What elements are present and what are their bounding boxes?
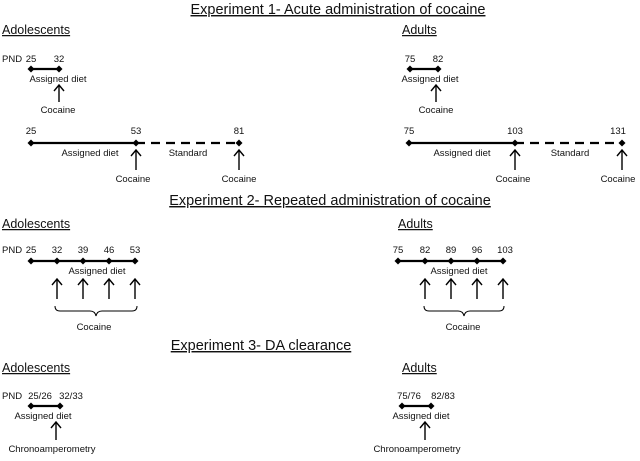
exp2-adol-cocaine-arrow-2 bbox=[77, 277, 89, 299]
exp1-adults-label: Adults bbox=[402, 23, 437, 37]
exp1-adol-long-standard-label: Standard bbox=[169, 148, 208, 159]
exp3-adult-end: 82/83 bbox=[431, 391, 455, 402]
exp1-adol-short-cocaine-label: Cocaine bbox=[41, 105, 76, 116]
exp3-adol-chrono-label: Chronoamperometry bbox=[8, 444, 95, 455]
exp3-adult-chrono-label: Chronoamperometry bbox=[373, 444, 460, 455]
exp2-adult-day-5: 103 bbox=[497, 245, 513, 256]
exp1-adult-long-mid: 103 bbox=[507, 126, 523, 137]
exp1-adol-long-mid: 53 bbox=[131, 126, 142, 137]
exp1-adult-short-end: 82 bbox=[433, 54, 444, 65]
exp1-adol-long-start-marker bbox=[27, 139, 35, 147]
exp2-adult-day-4: 96 bbox=[472, 245, 483, 256]
exp1-adol-long-diet-label: Assigned diet bbox=[61, 148, 118, 159]
exp1-adult-long-standard-label: Standard bbox=[551, 148, 590, 159]
exp2-adult-cocaine-arrow-2 bbox=[445, 277, 457, 299]
exp1-adol-long-cocaine-arrow-1 bbox=[130, 148, 142, 170]
exp2-adol-day-2: 32 bbox=[52, 245, 63, 256]
exp1-adol-long-start: 25 bbox=[26, 126, 37, 137]
exp1-adol-long-mid-marker bbox=[132, 139, 140, 147]
exp3-adult-end-marker bbox=[427, 402, 435, 410]
exp1-adult-short-diet-label: Assigned diet bbox=[401, 74, 458, 85]
exp1-adol-short-start: 25 bbox=[26, 54, 37, 65]
exp3-adol-end: 32/33 bbox=[59, 391, 83, 402]
exp1-adult-long-end-marker bbox=[618, 139, 626, 147]
exp1-adolescents-label: Adolescents bbox=[2, 23, 70, 37]
exp2-adol-day-3: 39 bbox=[78, 245, 89, 256]
exp1-adult-long-start-marker bbox=[405, 139, 413, 147]
exp3-adult-chrono-arrow bbox=[419, 420, 431, 440]
exp2-adol-cocaine-label: Cocaine bbox=[77, 322, 112, 333]
exp1-adult-long-cocaine-arrow-1 bbox=[509, 148, 521, 170]
exp1-adult-long-mid-marker bbox=[511, 139, 519, 147]
exp2-adult-marker-1 bbox=[394, 257, 402, 265]
exp3-adult-start: 75/76 bbox=[397, 391, 421, 402]
exp2-adult-day-3: 89 bbox=[446, 245, 457, 256]
exp2-adol-marker-4 bbox=[105, 257, 113, 265]
exp1-adult-long-cocaine-arrow-2 bbox=[616, 148, 628, 170]
exp2-adult-brace bbox=[423, 305, 505, 317]
exp2-adult-marker-2 bbox=[421, 257, 429, 265]
exp2-adol-cocaine-arrow-4 bbox=[129, 277, 141, 299]
exp1-adol-long-cocaine-label-1: Cocaine bbox=[116, 174, 151, 185]
exp1-adol-long-end: 81 bbox=[234, 126, 245, 137]
exp2-adol-day-4: 46 bbox=[104, 245, 115, 256]
exp3-adol-start-marker bbox=[27, 402, 35, 410]
experiment-1-title: Experiment 1- Acute administration of co… bbox=[191, 2, 486, 18]
exp1-adult-short-start-marker bbox=[406, 65, 414, 73]
exp2-adult-marker-3 bbox=[447, 257, 455, 265]
exp1-adult-long-cocaine-label-1: Cocaine bbox=[496, 174, 531, 185]
exp3-adol-end-marker bbox=[56, 402, 64, 410]
exp2-adol-day-1: 25 bbox=[26, 245, 37, 256]
exp2-adult-day-1: 75 bbox=[393, 245, 404, 256]
exp1-adult-long-diet-label: Assigned diet bbox=[433, 148, 490, 159]
exp3-adol-start: 25/26 bbox=[28, 391, 52, 402]
exp1-adol-short-diet-label: Assigned diet bbox=[29, 74, 86, 85]
exp2-adult-cocaine-arrow-1 bbox=[419, 277, 431, 299]
exp1-adult-long-start: 75 bbox=[404, 126, 415, 137]
exp2-adult-marker-4 bbox=[473, 257, 481, 265]
exp1-adult-long-end: 131 bbox=[610, 126, 626, 137]
exp1-adol-short-start-marker bbox=[27, 65, 35, 73]
exp2-adolescents-label: Adolescents bbox=[2, 217, 70, 231]
exp2-adult-diet-label: Assigned diet bbox=[430, 266, 487, 277]
exp2-adol-marker-2 bbox=[53, 257, 61, 265]
exp1-adol-long-cocaine-label-2: Cocaine bbox=[222, 174, 257, 185]
exp3-adol-pnd-label: PND bbox=[2, 391, 22, 402]
exp2-adult-cocaine-arrow-3 bbox=[471, 277, 483, 299]
exp1-adol-pnd-label: PND bbox=[2, 54, 22, 65]
experiment-3-title: Experiment 3- DA clearance bbox=[171, 338, 352, 354]
exp1-adol-short-end: 32 bbox=[54, 54, 65, 65]
exp1-adult-short-end-marker bbox=[434, 65, 442, 73]
exp2-adol-pnd-label: PND bbox=[2, 245, 22, 256]
exp1-adol-short-end-marker bbox=[55, 65, 63, 73]
exp1-adol-short-cocaine-arrow bbox=[53, 83, 65, 102]
exp1-adult-long-cocaine-label-2: Cocaine bbox=[601, 174, 636, 185]
exp2-adol-day-5: 53 bbox=[130, 245, 141, 256]
exp2-adol-marker-3 bbox=[79, 257, 87, 265]
exp2-adults-label: Adults bbox=[398, 217, 433, 231]
exp3-adult-diet-label: Assigned diet bbox=[392, 411, 449, 422]
exp3-adol-chrono-arrow bbox=[50, 420, 62, 440]
exp1-adult-short-start: 75 bbox=[405, 54, 416, 65]
exp2-adult-day-2: 82 bbox=[420, 245, 431, 256]
exp2-adol-brace bbox=[54, 305, 138, 317]
exp2-adult-marker-5 bbox=[499, 257, 507, 265]
exp3-adults-label: Adults bbox=[402, 361, 437, 375]
exp3-adult-start-marker bbox=[398, 402, 406, 410]
exp2-adol-diet-label: Assigned diet bbox=[68, 266, 125, 277]
exp2-adol-cocaine-arrow-3 bbox=[103, 277, 115, 299]
exp2-adol-marker-1 bbox=[27, 257, 35, 265]
exp1-adol-long-cocaine-arrow-2 bbox=[233, 148, 245, 170]
exp2-adol-marker-5 bbox=[131, 257, 139, 265]
exp1-adol-long-end-marker bbox=[235, 139, 243, 147]
exp2-adult-cocaine-arrow-4 bbox=[497, 277, 509, 299]
experiment-2-title: Experiment 2- Repeated administration of… bbox=[169, 193, 491, 209]
exp1-adult-short-cocaine-arrow bbox=[430, 83, 442, 102]
exp2-adult-cocaine-label: Cocaine bbox=[446, 322, 481, 333]
exp2-adol-cocaine-arrow-1 bbox=[51, 277, 63, 299]
exp3-adolescents-label: Adolescents bbox=[2, 361, 70, 375]
exp3-adol-diet-label: Assigned diet bbox=[14, 411, 71, 422]
exp1-adult-short-cocaine-label: Cocaine bbox=[419, 105, 454, 116]
